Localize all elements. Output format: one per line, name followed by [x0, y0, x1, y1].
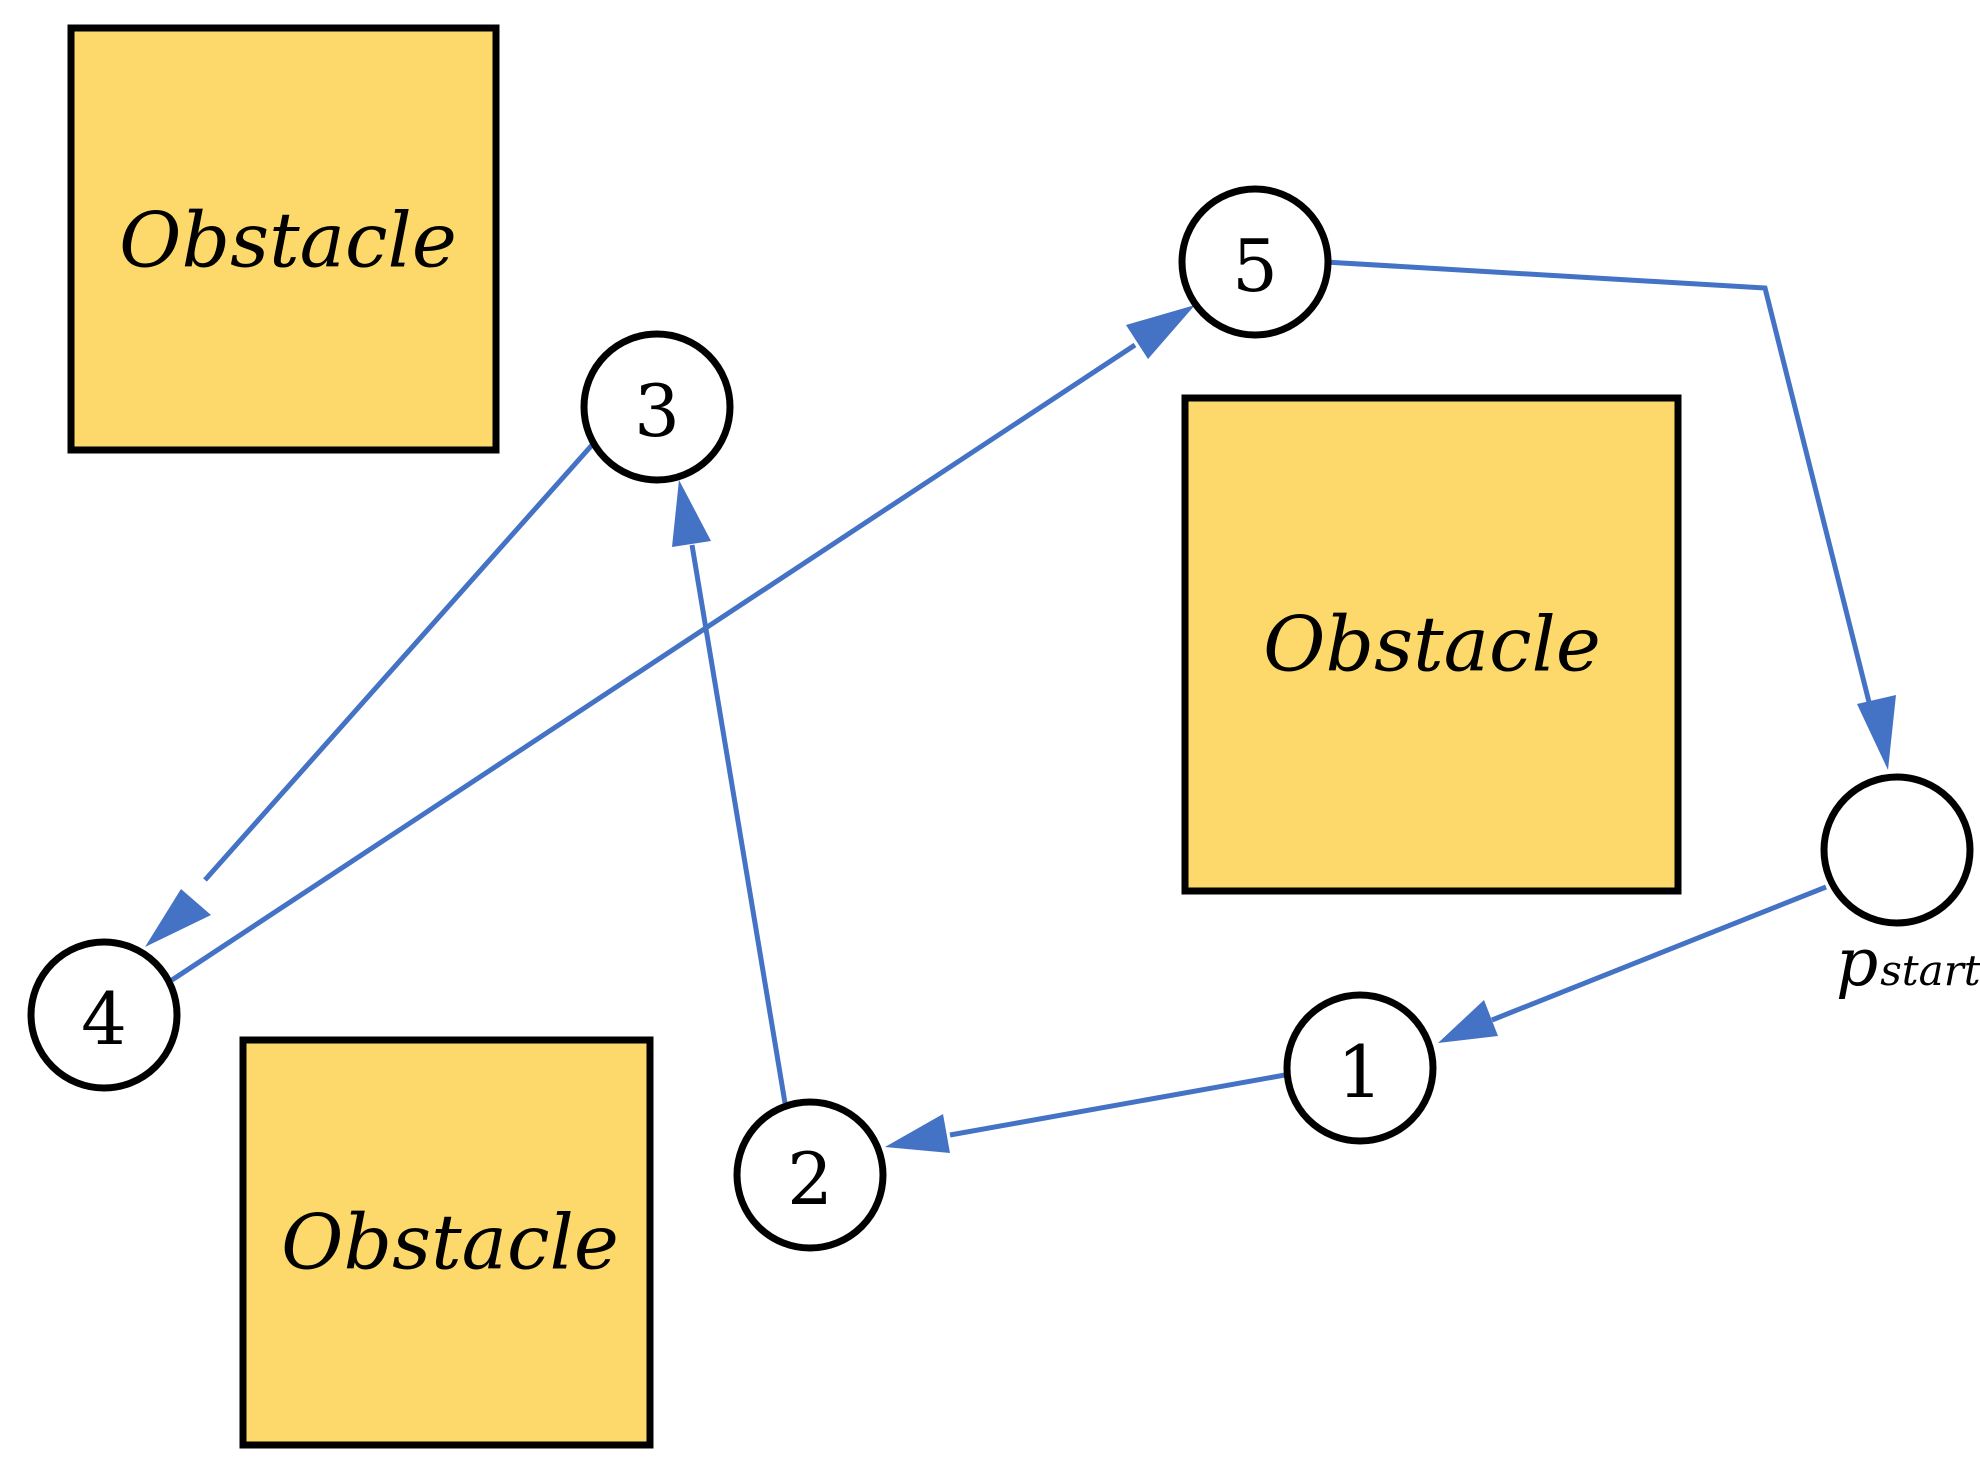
start-label-subscript: start — [1880, 946, 1980, 995]
obstacle-box — [67, 24, 500, 454]
obstacle-center-right: Obstacle — [1181, 394, 1682, 895]
node-circle — [27, 938, 181, 1092]
arrowhead — [1438, 1000, 1498, 1043]
node-circle — [1178, 185, 1332, 339]
edge-line — [1491, 884, 1827, 1023]
obstacle-box — [1181, 394, 1682, 895]
node-label: 1 — [1337, 1030, 1383, 1114]
node-label: 4 — [81, 977, 127, 1061]
edge-line — [170, 342, 1137, 983]
edge-1-to-2 — [885, 1072, 1286, 1153]
arrowhead — [672, 480, 711, 547]
edge-line — [1324, 259, 1875, 715]
edge-line — [949, 1072, 1286, 1138]
obstacle-label: Obstacle — [281, 1198, 619, 1287]
node-circle — [580, 330, 734, 484]
edge-4-to-5 — [170, 305, 1195, 983]
node-label: 2 — [787, 1137, 833, 1221]
obstacle-bottom-left: Obstacle — [239, 1036, 654, 1449]
node-3: 3 — [580, 330, 734, 484]
node-start: pstart — [1820, 773, 1980, 1001]
obstacle-box — [239, 1036, 654, 1449]
node-2: 2 — [733, 1098, 887, 1252]
edge-start-to-1 — [1438, 884, 1827, 1043]
arrowhead — [1126, 305, 1195, 359]
arrowhead — [145, 889, 211, 947]
edge-5-to-start — [1324, 259, 1896, 770]
node-circle — [1283, 991, 1437, 1145]
node-4: 4 — [27, 938, 181, 1092]
edge-3-to-4 — [145, 443, 594, 947]
node-label: 5 — [1232, 224, 1278, 308]
node-circle — [733, 1098, 887, 1252]
node-circle — [1820, 773, 1974, 927]
edge-line — [203, 443, 594, 882]
node-5: 5 — [1178, 185, 1332, 339]
edge-2-to-3 — [672, 480, 788, 1104]
node-label: 3 — [634, 369, 680, 453]
start-label: pstart — [1836, 924, 1980, 1001]
obstacle-top-left: Obstacle — [67, 24, 500, 454]
obstacle-label: Obstacle — [119, 196, 457, 285]
obstacle-label: Obstacle — [1263, 600, 1601, 689]
edge-line — [689, 544, 788, 1104]
arrowhead — [1857, 695, 1896, 770]
arrowhead — [885, 1114, 950, 1153]
start-label-main: p — [1836, 924, 1878, 1001]
node-1: 1 — [1283, 991, 1437, 1145]
